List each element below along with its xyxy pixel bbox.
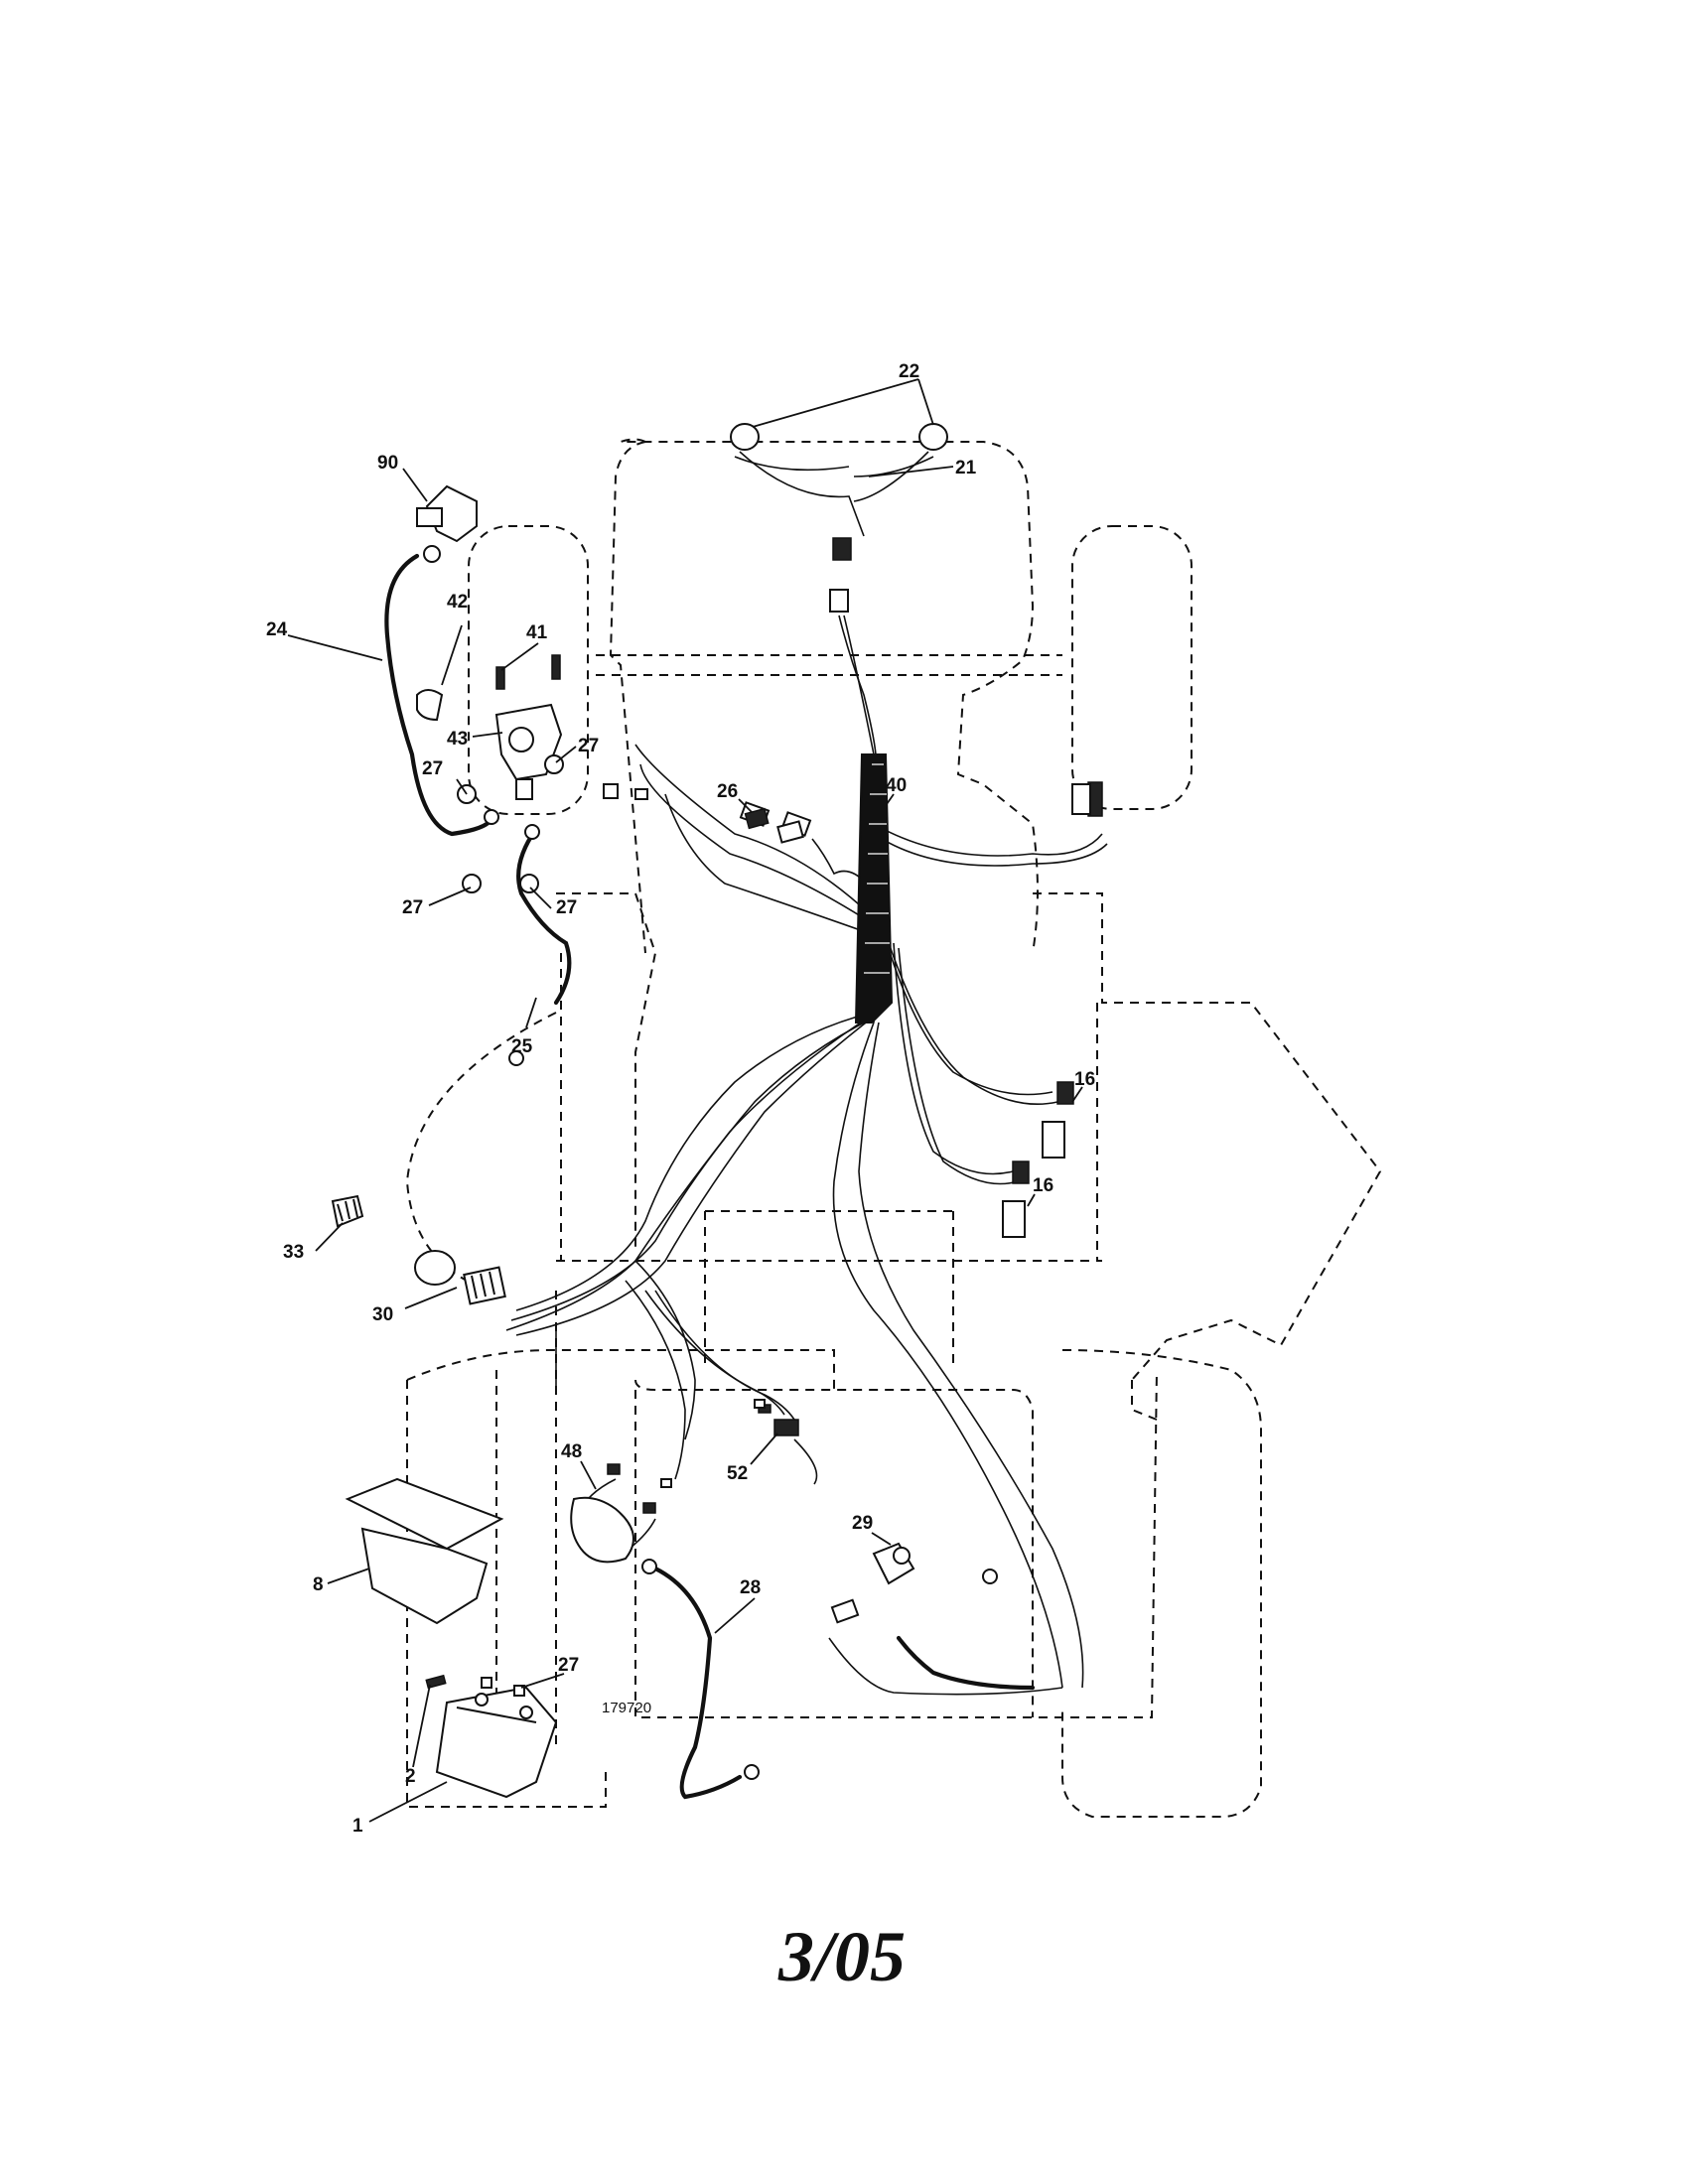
small-terminals	[603, 783, 766, 1488]
callout-27-battery: 27	[558, 1655, 579, 1676]
lamp-assembly	[570, 1496, 634, 1564]
callout-33: 33	[283, 1242, 304, 1263]
wire-harness	[505, 451, 1108, 1689]
clip-33	[331, 1194, 364, 1228]
callout-29: 29	[852, 1513, 873, 1534]
connector-26	[744, 807, 804, 844]
ignition-switch	[414, 1250, 506, 1305]
callout-8: 8	[313, 1574, 324, 1595]
headlight-harness-connector	[829, 537, 852, 613]
connector-52	[758, 1404, 799, 1436]
pto-switch	[830, 1542, 915, 1624]
battery-box	[345, 1477, 504, 1625]
callout-16-upper: 16	[1074, 1069, 1095, 1090]
tractor-outline	[405, 438, 1382, 1818]
callout-25: 25	[511, 1036, 533, 1057]
callout-30: 30	[372, 1304, 393, 1325]
coiled-cord	[828, 1635, 1063, 1696]
callout-27-lower-left: 27	[402, 897, 423, 918]
callout-27-upper-left: 27	[422, 758, 443, 779]
ignition-module	[416, 484, 478, 543]
ring-terminals	[423, 545, 998, 1780]
switch-16-upper	[1042, 1081, 1074, 1159]
callout-26: 26	[717, 781, 738, 802]
callout-2: 2	[405, 1766, 416, 1787]
callout-16-lower: 16	[1033, 1175, 1053, 1196]
seat-switch-connector	[1071, 781, 1103, 817]
headlights	[730, 423, 948, 451]
callout-48: 48	[561, 1441, 582, 1462]
callout-28: 28	[740, 1577, 761, 1598]
callout-42: 42	[447, 592, 468, 613]
battery	[435, 1686, 558, 1799]
callout-22: 22	[899, 361, 919, 382]
solenoid	[416, 689, 563, 800]
revision-date: 3/05	[777, 1917, 906, 1996]
drawing-number: 179720	[602, 1700, 651, 1716]
callout-43: 43	[447, 729, 468, 750]
callout-41: 41	[526, 622, 548, 643]
callout-40: 40	[886, 775, 907, 796]
switch-16-lower	[1002, 1160, 1030, 1238]
callout-labels: 22 21 90 24 42 41 43 27 27 27 27 25 26 4…	[266, 361, 1095, 1837]
callout-1: 1	[352, 1816, 363, 1837]
callout-27-lower-right: 27	[556, 897, 577, 918]
nuts	[457, 754, 564, 893]
callout-24: 24	[266, 619, 288, 640]
bolts	[495, 654, 561, 690]
battery-cables	[384, 553, 743, 1800]
callout-90: 90	[377, 453, 398, 474]
leader-lines	[287, 378, 1083, 1823]
callout-52: 52	[727, 1463, 748, 1484]
connector-48	[607, 1463, 656, 1514]
callout-21: 21	[955, 458, 977, 478]
harness-conduit	[854, 753, 894, 1024]
callout-27-upper-right: 27	[578, 736, 599, 756]
battery-bolts	[425, 1674, 525, 1697]
